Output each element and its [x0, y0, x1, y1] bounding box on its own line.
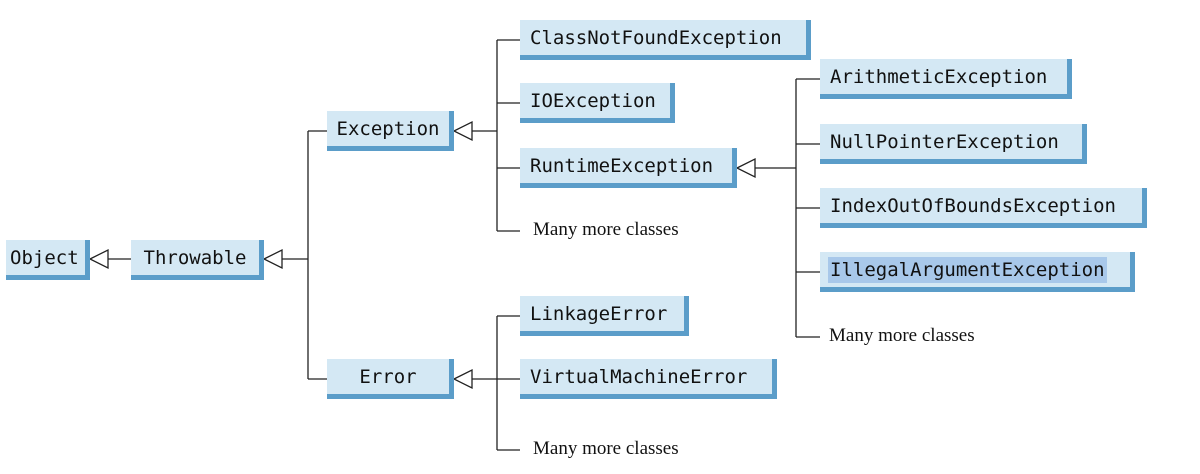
class-box-indexoutofboundsexception: IndexOutOfBoundsException: [820, 188, 1147, 228]
class-box-illegalargumentexception: IllegalArgumentException: [820, 252, 1135, 292]
runtime-more-classes-note: Many more classes: [829, 325, 975, 346]
class-name: VirtualMachineError: [530, 365, 748, 388]
class-name: ClassNotFoundException: [530, 26, 782, 49]
inheritance-arrow-icon: [88, 248, 109, 270]
exception-more-classes-note: Many more classes: [533, 219, 679, 240]
class-name: ArithmeticException: [830, 65, 1048, 88]
class-name: RuntimeException: [530, 154, 714, 177]
class-name: Error: [359, 365, 417, 388]
class-box-nullpointerexception: NullPointerException: [820, 124, 1087, 164]
inheritance-arrow-icon: [735, 157, 756, 179]
class-box-linkageerror: LinkageError: [520, 296, 689, 336]
inheritance-arrow-icon: [262, 248, 283, 270]
class-name: Exception: [336, 117, 440, 140]
class-box-classnotfoundexception: ClassNotFoundException: [520, 20, 811, 60]
class-name: IndexOutOfBoundsException: [830, 194, 1116, 217]
class-box-runtimeexception: RuntimeException: [520, 148, 737, 188]
class-box-ioexception: IOException: [520, 83, 675, 123]
class-box-error: Error: [327, 359, 454, 399]
class-box-object: Object: [6, 240, 90, 280]
class-box-throwable: Throwable: [131, 240, 264, 280]
inheritance-arrow-icon: [452, 368, 473, 390]
class-name-highlighted: IllegalArgumentException: [828, 256, 1107, 283]
class-box-virtualmachineerror: VirtualMachineError: [520, 359, 777, 399]
class-name: Throwable: [143, 246, 247, 269]
error-more-classes-note: Many more classes: [533, 438, 679, 459]
class-name: LinkageError: [530, 302, 668, 325]
class-name: Object: [10, 246, 79, 269]
class-name: NullPointerException: [830, 130, 1059, 153]
inheritance-arrow-icon: [452, 120, 473, 142]
class-box-arithmeticexception: ArithmeticException: [820, 59, 1072, 99]
class-box-exception: Exception: [327, 111, 454, 151]
class-name: IOException: [530, 89, 656, 112]
